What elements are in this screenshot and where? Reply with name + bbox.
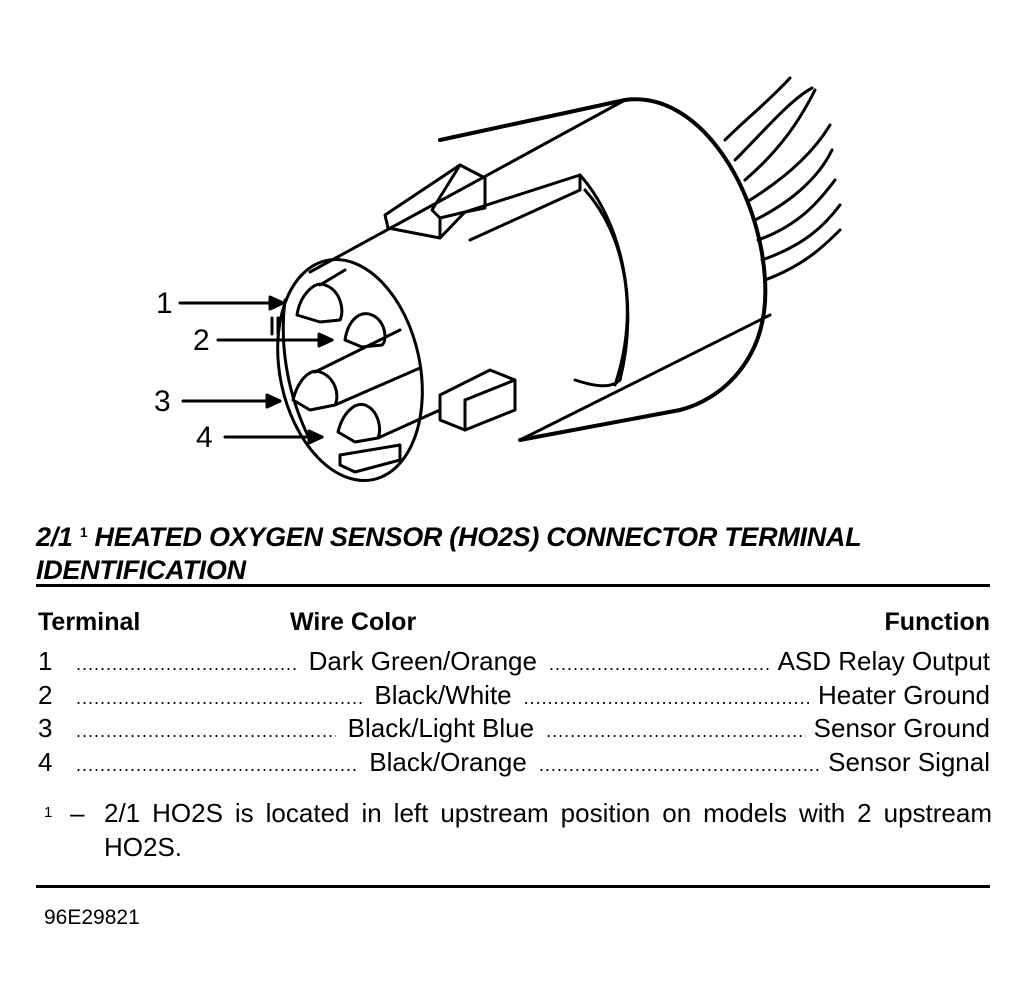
dot-leader: [546, 713, 806, 744]
callout-label-2: 2: [193, 324, 210, 357]
table-row: 1 Dark Green/Orange ASD Relay Output: [38, 646, 990, 680]
table-header: Terminal Wire Color Function: [38, 606, 990, 646]
dot-leader: [549, 646, 770, 677]
terminal-table: Terminal Wire Color Function 1 Dark Gree…: [38, 606, 990, 780]
table-row: 4 Black/Orange Sensor Signal: [38, 747, 990, 781]
dot-leader: [76, 646, 297, 677]
table-row: 3 Black/Light Blue Sensor Ground: [38, 713, 990, 747]
header-terminal: Terminal: [38, 608, 141, 636]
connector-illustration: 1 2 3 4: [0, 0, 1027, 500]
dot-leader: [524, 680, 810, 711]
figure-title: 2/1 1 HEATED OXYGEN SENSOR (HO2S) CONNEC…: [36, 516, 996, 587]
header-wire-color: Wire Color: [290, 608, 417, 636]
table-row: 2 Black/White Heater Ground: [38, 680, 990, 714]
footnote-mark: 1: [44, 804, 53, 821]
cell-terminal: 1: [38, 646, 53, 676]
wire-bundle-icon: [723, 76, 842, 282]
cell-function: Sensor Ground: [813, 713, 990, 743]
figure-code: 96E29821: [44, 906, 140, 929]
dot-leader: [76, 747, 357, 778]
callout-arrows: [178, 295, 334, 445]
title-footnote-mark: 1: [79, 524, 88, 540]
dot-leader: [76, 680, 362, 711]
title-text: HEATED OXYGEN SENSOR (HO2S) CONNECTOR TE…: [36, 522, 861, 585]
footnote: 1 – 2/1 HO2S is located in left upstream…: [44, 796, 992, 864]
cell-terminal: 2: [38, 679, 53, 710]
cell-wire-color: Black/Orange: [369, 746, 527, 777]
cell-function: Sensor Signal: [828, 746, 991, 777]
footnote-text: 2/1 HO2S is located in left upstream pos…: [104, 798, 992, 862]
cell-wire-color: Dark Green/Orange: [308, 646, 537, 676]
dot-leader: [76, 713, 336, 744]
title-prefix: 2/1: [36, 522, 73, 552]
terminal-pin-1: [295, 268, 347, 324]
cell-function: ASD Relay Output: [777, 646, 991, 676]
terminal-pin-4: [336, 402, 442, 444]
terminal-pin-2: [343, 312, 387, 349]
callout-label-4: 4: [196, 421, 213, 454]
cell-terminal: 3: [38, 713, 53, 743]
terminal-pin-3: [291, 328, 422, 412]
callout-label-1: 1: [156, 287, 173, 320]
divider-top: [36, 584, 990, 587]
callout-label-3: 3: [154, 385, 171, 418]
header-function: Function: [884, 608, 990, 636]
cell-function: Heater Ground: [818, 679, 990, 710]
cell-terminal: 4: [38, 746, 53, 777]
dot-leader: [539, 747, 820, 778]
divider-bottom: [36, 885, 990, 888]
footnote-dash: –: [70, 798, 85, 828]
cell-wire-color: Black/White: [374, 679, 512, 710]
cell-wire-color: Black/Light Blue: [347, 713, 535, 743]
